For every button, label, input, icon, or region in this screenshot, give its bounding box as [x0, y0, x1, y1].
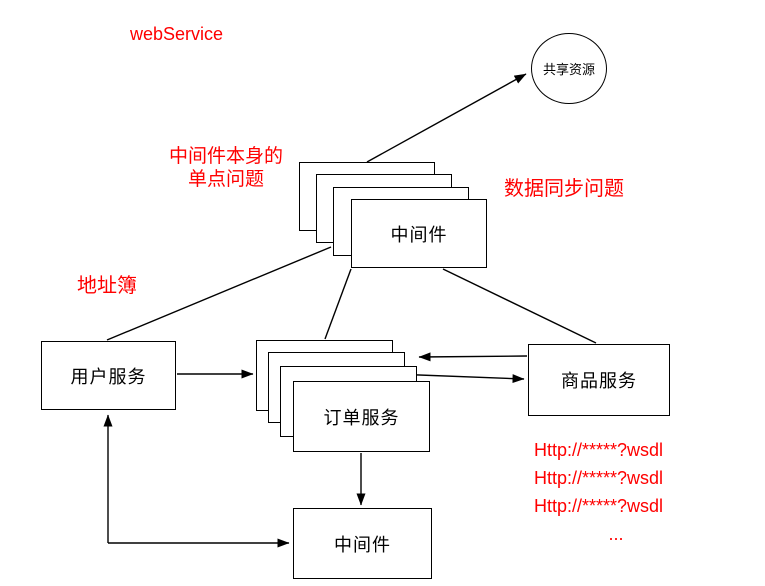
connector-product-service-to-order-service	[418, 352, 528, 362]
annotation-middleware-spof-line1: 中间件本身的	[168, 146, 283, 167]
annotation-data-sync-text: 数据同步问题	[504, 178, 624, 200]
wsdl-url-line-1: Http://*****?wsdl	[534, 440, 664, 460]
wsdl-ellipsis: ...	[608, 524, 624, 544]
product-service-label: 商品服务	[561, 371, 637, 391]
connector-middleware-to-user-service	[106, 246, 332, 341]
annotation-address-book: 地址簿	[77, 269, 137, 298]
connector-middleware-to-order-service	[324, 268, 352, 340]
annotation-webservice: webService	[130, 24, 223, 45]
annotation-webservice-text: webService	[130, 24, 224, 44]
node-middleware-top: 中间件	[351, 199, 487, 268]
shared-resource-label: 共享资源	[542, 62, 595, 77]
wsdl-url-line-2: Http://*****?wsdl	[534, 468, 664, 488]
annotation-data-sync: 数据同步问题	[504, 172, 624, 201]
annotation-middleware-spof-line2: 单点问题	[187, 169, 264, 190]
annotation-middleware-spof: 中间件本身的 单点问题	[156, 145, 296, 191]
wsdl-url-line-3: Http://*****?wsdl	[534, 496, 664, 516]
annotation-wsdl-urls: Http://*****?wsdl Http://*****?wsdl Http…	[534, 436, 698, 548]
node-product-service: 商品服务	[528, 344, 670, 416]
node-shared-resource: 共享资源	[531, 33, 607, 104]
user-service-label: 用户服务	[70, 366, 147, 387]
connector-middleware-to-product-service	[442, 268, 597, 344]
node-user-service: 用户服务	[41, 341, 176, 410]
annotation-address-book-text: 地址簿	[77, 275, 137, 297]
middleware-top-label: 中间件	[390, 224, 448, 245]
connector-middleware-to-shared-resource	[366, 73, 527, 163]
node-order-service: 订单服务	[293, 381, 430, 452]
middleware-bottom-label: 中间件	[334, 534, 391, 555]
order-service-label: 订单服务	[323, 407, 400, 428]
node-middleware-bottom: 中间件	[293, 508, 432, 579]
